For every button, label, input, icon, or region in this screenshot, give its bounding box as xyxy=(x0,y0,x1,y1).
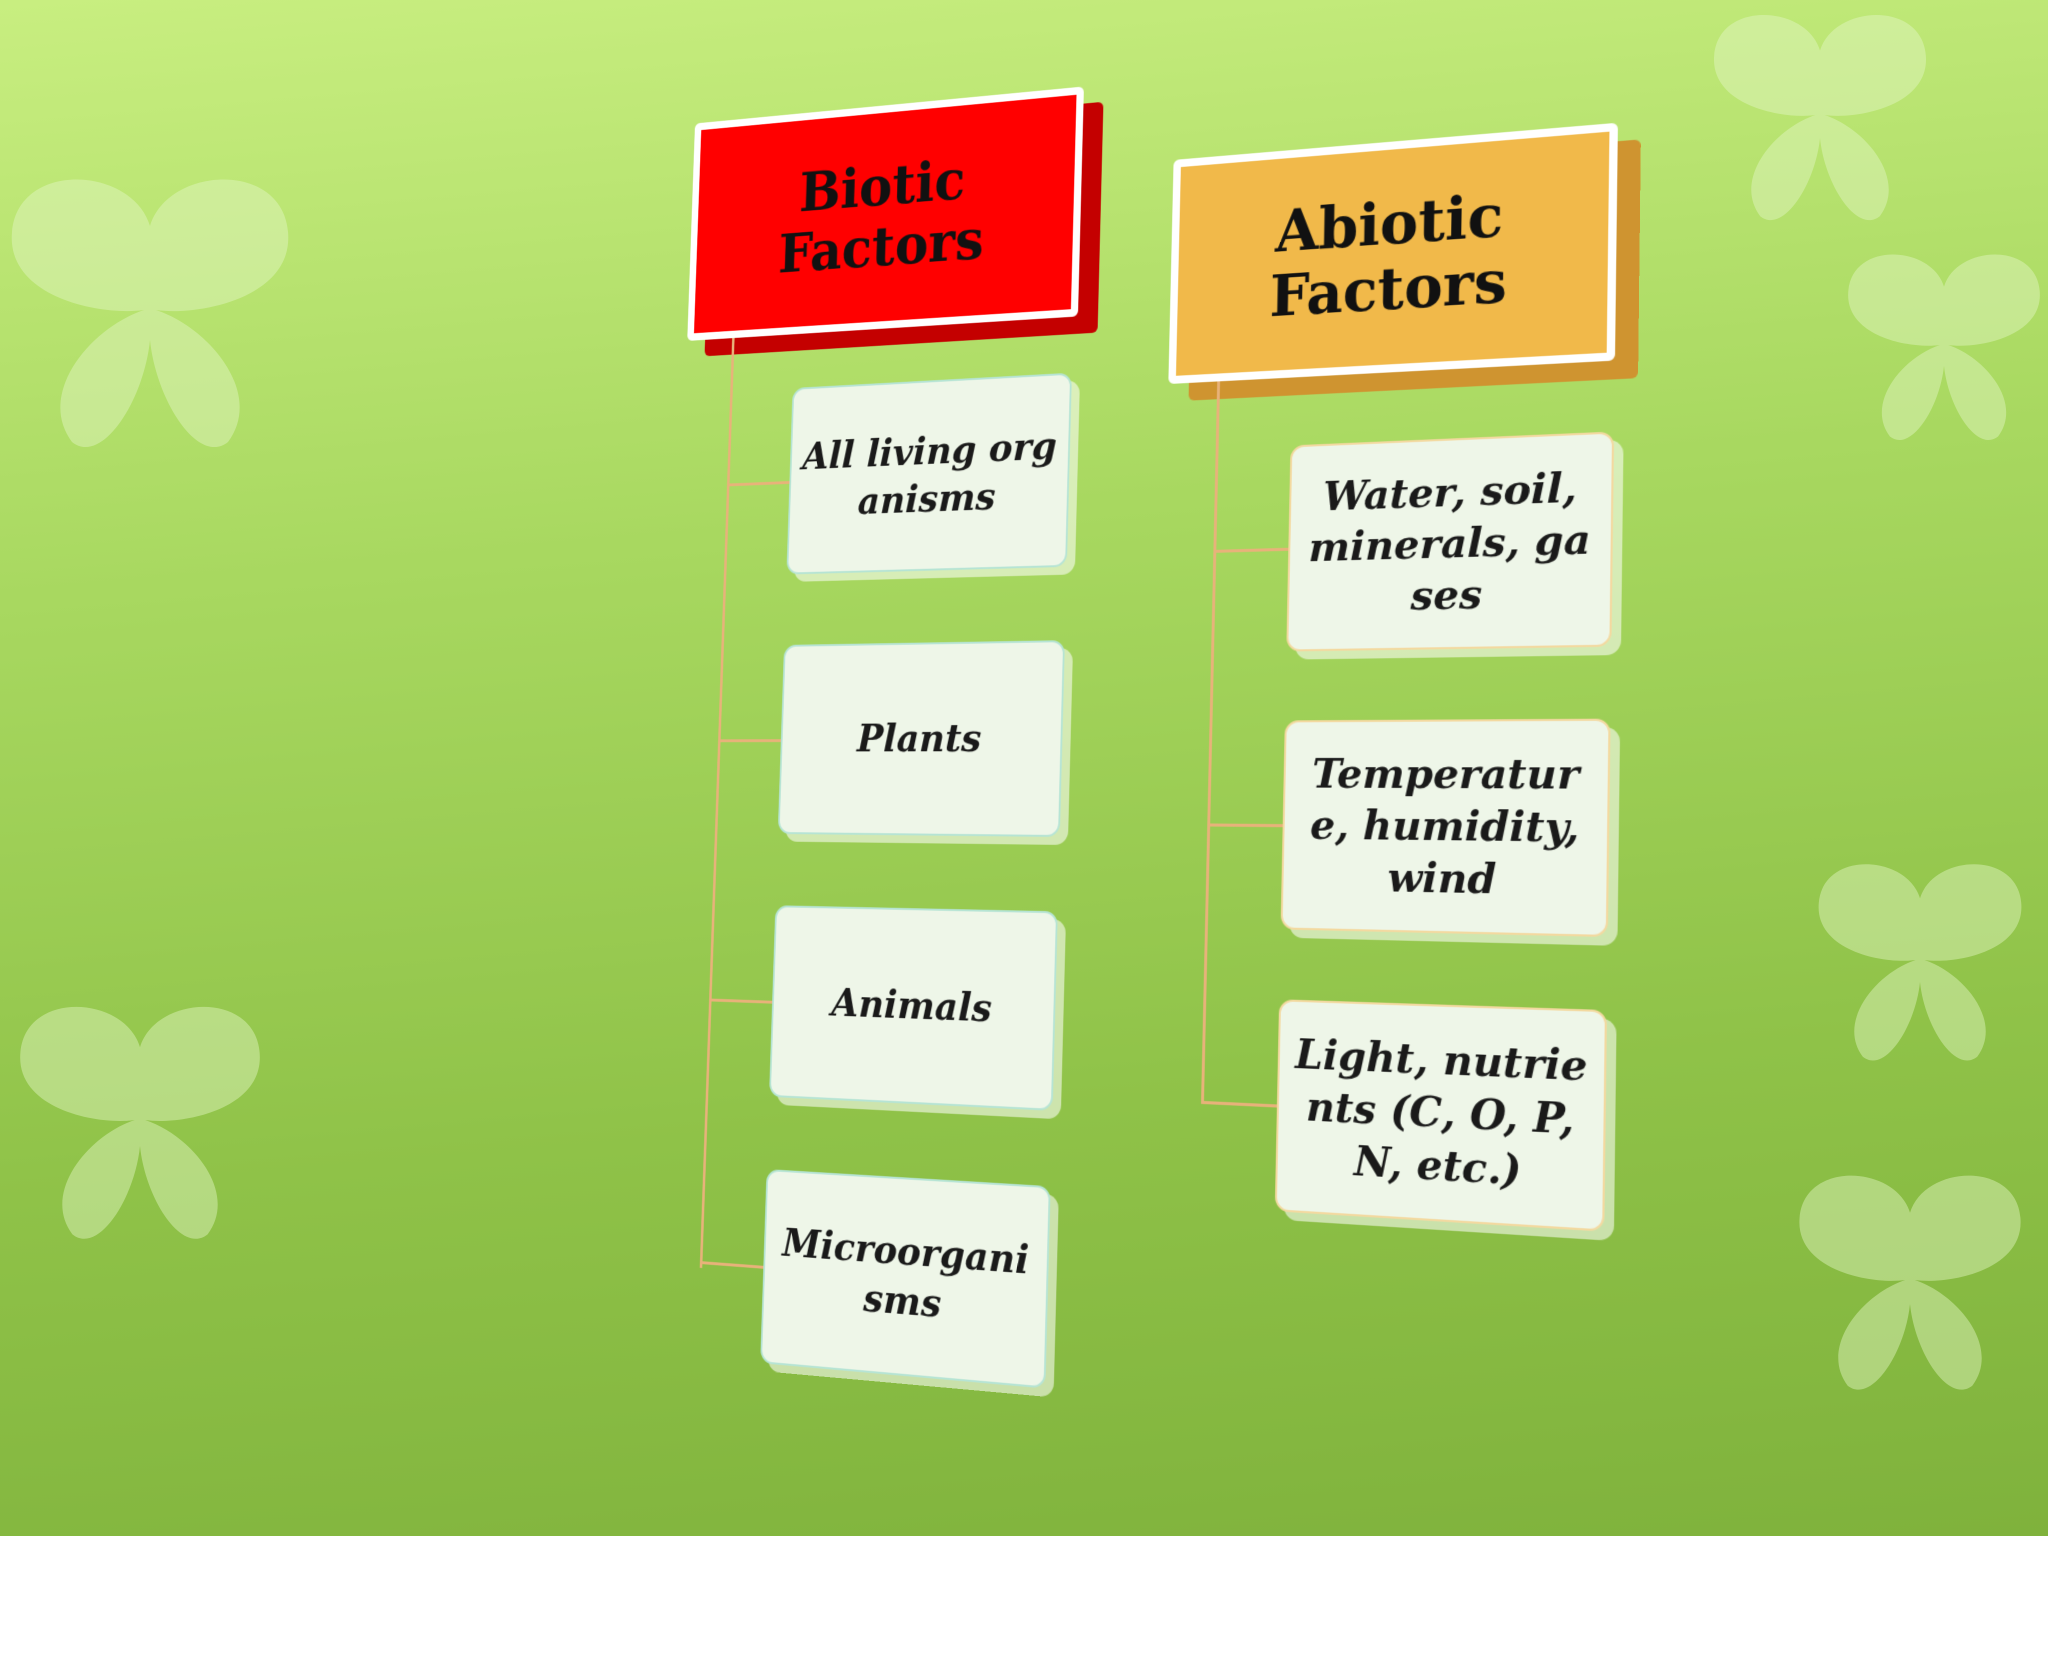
abiotic-connector-trunk xyxy=(1201,381,1221,1104)
biotic-item-card: Microorganisms xyxy=(760,1169,1051,1389)
abiotic-connector-branch xyxy=(1207,823,1283,828)
abiotic-item-label: Water, soil, minerals, gases xyxy=(1308,462,1592,620)
abiotic-item-card: Water, soil, minerals, gases xyxy=(1286,431,1615,652)
abiotic-connector-branch xyxy=(1213,547,1289,553)
butterfly-icon xyxy=(20,1006,260,1239)
abiotic-item-label: Light, nutrients (C, O, P, N, etc.) xyxy=(1294,1029,1588,1195)
biotic-item-card: Animals xyxy=(769,905,1058,1111)
biotic-factors-header: Biotic Factors xyxy=(687,86,1084,341)
biotic-connector-branch xyxy=(718,739,781,743)
biotic-header-label: Biotic Factors xyxy=(777,147,985,286)
hierarchy-diagram: Biotic Factors All living organisms Plan… xyxy=(179,0,2048,1658)
biotic-item-label: All living organisms xyxy=(801,422,1058,524)
butterfly-icon xyxy=(1818,864,2022,1061)
butterfly-icon xyxy=(1713,14,1927,221)
abiotic-item-card: Light, nutrients (C, O, P, N, etc.) xyxy=(1274,999,1608,1232)
butterfly-icon xyxy=(1848,254,2040,441)
biotic-item-card: Plants xyxy=(777,640,1065,837)
butterfly-icon xyxy=(11,179,289,448)
biotic-item-card: All living organisms xyxy=(786,372,1072,575)
abiotic-factors-header: Abiotic Factors xyxy=(1168,122,1618,385)
biotic-connector-branch xyxy=(699,1261,764,1269)
abiotic-connector-branch xyxy=(1201,1100,1277,1108)
abiotic-item-card: Temperature, humidity, wind xyxy=(1280,718,1611,938)
butterfly-icon xyxy=(1799,1175,2021,1390)
biotic-item-label: Animals xyxy=(830,979,993,1032)
abiotic-item-label: Temperature, humidity, wind xyxy=(1309,748,1580,904)
biotic-connector-branch xyxy=(709,998,773,1004)
biotic-item-label: Microorganisms xyxy=(781,1219,1030,1328)
biotic-connector-trunk xyxy=(699,337,735,1269)
biotic-item-label: Plants xyxy=(856,715,983,761)
abiotic-header-label: Abiotic Factors xyxy=(1269,180,1508,331)
biotic-connector-branch xyxy=(726,481,790,487)
